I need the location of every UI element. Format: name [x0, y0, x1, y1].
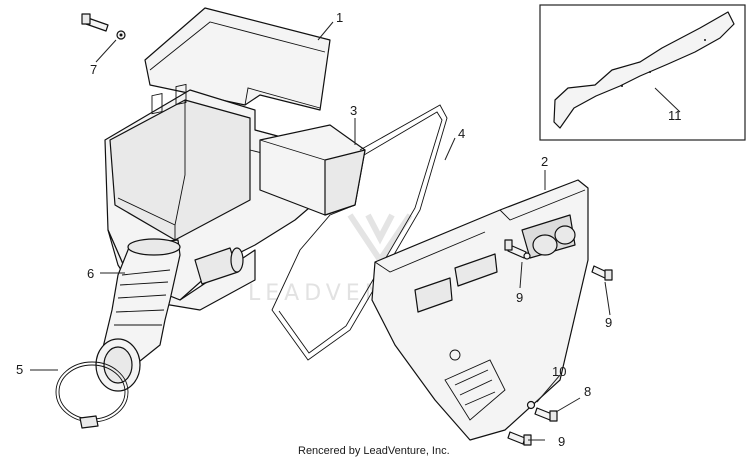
- callout-labels: 1 2 3 4 5 6 7 8 9 9 9 10 11: [16, 10, 682, 449]
- callout-5: 5: [16, 362, 23, 377]
- callout-9-bottom: 9: [558, 434, 565, 449]
- part-2-cover: [371, 179, 589, 441]
- leader-lines: [30, 21, 681, 441]
- callout-3: 3: [350, 103, 357, 118]
- callout-9-upper: 9: [516, 290, 523, 305]
- part-5-hose-clamp: [55, 361, 129, 429]
- callout-11: 11: [668, 108, 682, 123]
- callout-6: 6: [87, 266, 94, 281]
- part-4-gasket: [271, 104, 448, 361]
- callout-9-right: 9: [605, 315, 612, 330]
- callout-1: 1: [336, 10, 343, 25]
- part-8-bolt: [534, 407, 558, 422]
- callout-4: 4: [458, 126, 465, 141]
- part-9-bolt-bottom: [507, 431, 532, 446]
- part-11-seal-strip: [553, 11, 735, 129]
- inset-box: [539, 4, 746, 141]
- part-9-bolt-upper-left: [504, 239, 531, 260]
- part-10-washer: [526, 400, 536, 410]
- callout-10: 10: [552, 364, 566, 379]
- part-6-intake-boot: [95, 238, 181, 392]
- credit-text: Rencered by LeadVenture, Inc.: [298, 445, 450, 457]
- callout-7: 7: [90, 62, 97, 77]
- part-9-bolt-right: [591, 265, 613, 281]
- callout-2: 2: [541, 154, 548, 169]
- part-3-filter-element: [259, 124, 366, 216]
- part-7-bolt-washer: [81, 13, 126, 40]
- callout-8: 8: [584, 384, 591, 399]
